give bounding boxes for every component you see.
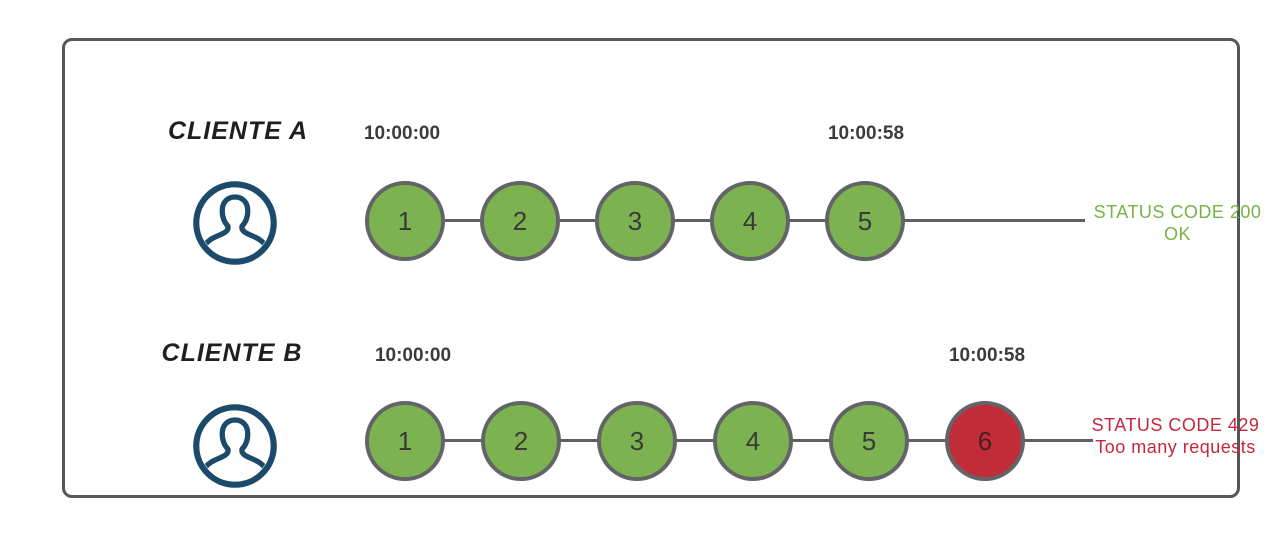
- client-b-label: CLIENTE B: [161, 339, 303, 367]
- status-a: STATUS CODE 200 OK: [1090, 201, 1265, 245]
- request-circle: 4: [710, 181, 790, 261]
- timeline-a-start-time: 10:00:00: [363, 123, 441, 144]
- status-a-message: OK: [1163, 224, 1191, 244]
- timeline-a-end-time: 10:00:58: [827, 123, 905, 144]
- client-a-label: CLIENTE A: [167, 117, 309, 145]
- request-circle: 1: [365, 401, 445, 481]
- request-circle-blocked: 6: [945, 401, 1025, 481]
- request-circle: 4: [713, 401, 793, 481]
- status-a-code: STATUS CODE 200: [1093, 202, 1262, 222]
- user-avatar-icon: [193, 404, 277, 488]
- timeline-b-start-time: 10:00:00: [374, 345, 452, 366]
- request-circle: 1: [365, 181, 445, 261]
- timeline-b-end-time: 10:00:58: [948, 345, 1026, 366]
- request-circle: 2: [481, 401, 561, 481]
- user-avatar-icon: [193, 181, 277, 265]
- request-circle: 2: [480, 181, 560, 261]
- status-b: STATUS CODE 429 Too many requests: [1083, 414, 1268, 458]
- diagram-frame: CLIENTE A 10:00:00 10:00:58 1 2 3 4 5 ST…: [62, 38, 1261, 498]
- status-b-message: Too many requests: [1095, 437, 1256, 457]
- request-circle: 3: [595, 181, 675, 261]
- request-circle: 3: [597, 401, 677, 481]
- request-circle: 5: [829, 401, 909, 481]
- status-b-code: STATUS CODE 429: [1091, 415, 1260, 435]
- request-circle: 5: [825, 181, 905, 261]
